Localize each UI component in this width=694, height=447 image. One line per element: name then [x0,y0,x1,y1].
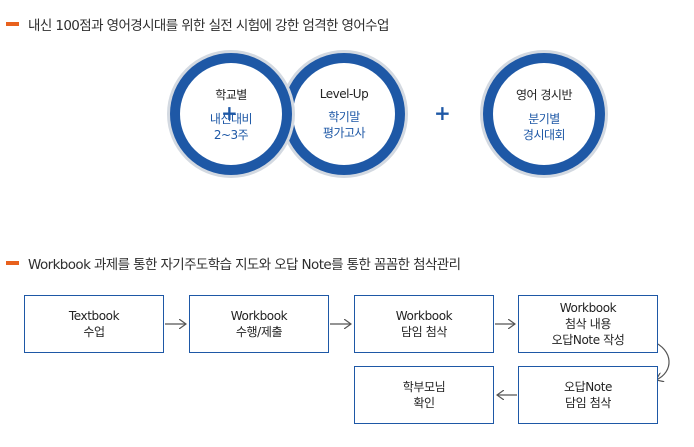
circle-contest: 영어 경시반 분기별 경시대회 [480,50,608,178]
step-line: 첨삭 내용 [565,317,611,331]
step-line: Workbook [559,301,617,315]
circle-line: 2~3주 [213,127,249,142]
heading-text: Workbook 과제를 통한 자기주도학습 지도와 오답 Note를 통한 꼼… [28,257,461,273]
step-line: 오답Note [563,380,613,394]
circle-ring: Level-Up 학기말 평가고사 [283,53,405,175]
circle-line: 내신대비 [209,111,253,126]
heading-bullet-bar [6,261,19,265]
circle-line: 분기별 [528,111,560,126]
circle-ring: 영어 경시반 분기별 경시대회 [483,53,605,175]
step-line: 학부모님 [402,380,446,394]
circle-content: 영어 경시반 분기별 경시대회 [493,63,595,165]
step-line: 확인 [413,396,435,410]
circle-school: 학교별 내신대비 2~3주 [167,50,295,178]
circle-title: Level-Up [319,87,369,101]
step-workbook-review: Workbook 담임 첨삭 [354,295,494,353]
circle-line: 평가고사 [322,126,366,140]
circle-title: 영어 경시반 [515,87,573,102]
step-line: 담임 첨삭 [565,396,611,410]
section2-heading: Workbook 과제를 통한 자기주도학습 지도와 오답 Note를 통한 꼼… [6,253,461,273]
circle-ring: 학교별 내신대비 2~3주 [170,53,292,175]
step-wrong-note-write: Workbook 첨삭 내용 오답Note 작성 [518,295,658,353]
step-line: 오답Note 작성 [551,333,625,347]
circle-content: Level-Up 학기말 평가고사 [293,63,395,165]
plus-sign: + [221,101,238,125]
heading-bullet-bar [6,22,19,26]
step-line: 담임 첨삭 [401,325,447,339]
step-line: 수업 [83,325,105,339]
circle-line: 학기말 [328,110,360,124]
circle-level-up: Level-Up 학기말 평가고사 [280,50,408,178]
step-wrong-note-review: 오답Note 담임 첨삭 [518,366,658,424]
heading-text: 내신 100점과 영어경시대를 위한 실전 시험에 강한 엄격한 영어수업 [28,18,389,34]
section1-heading: 내신 100점과 영어경시대를 위한 실전 시험에 강한 엄격한 영어수업 [6,14,389,34]
step-line: Workbook [230,309,288,323]
plus-sign: + [434,101,451,125]
step-line: Textbook [68,309,120,323]
step-parent-confirm: 학부모님 확인 [354,366,494,424]
circle-title: 학교별 [215,87,247,102]
step-line: Workbook [395,309,453,323]
step-line: 수행/제출 [235,325,283,339]
step-workbook-submit: Workbook 수행/제출 [189,295,329,353]
circle-content: 학교별 내신대비 2~3주 [180,63,282,165]
circle-line: 경시대회 [522,127,566,142]
step-textbook-class: Textbook 수업 [24,295,164,353]
